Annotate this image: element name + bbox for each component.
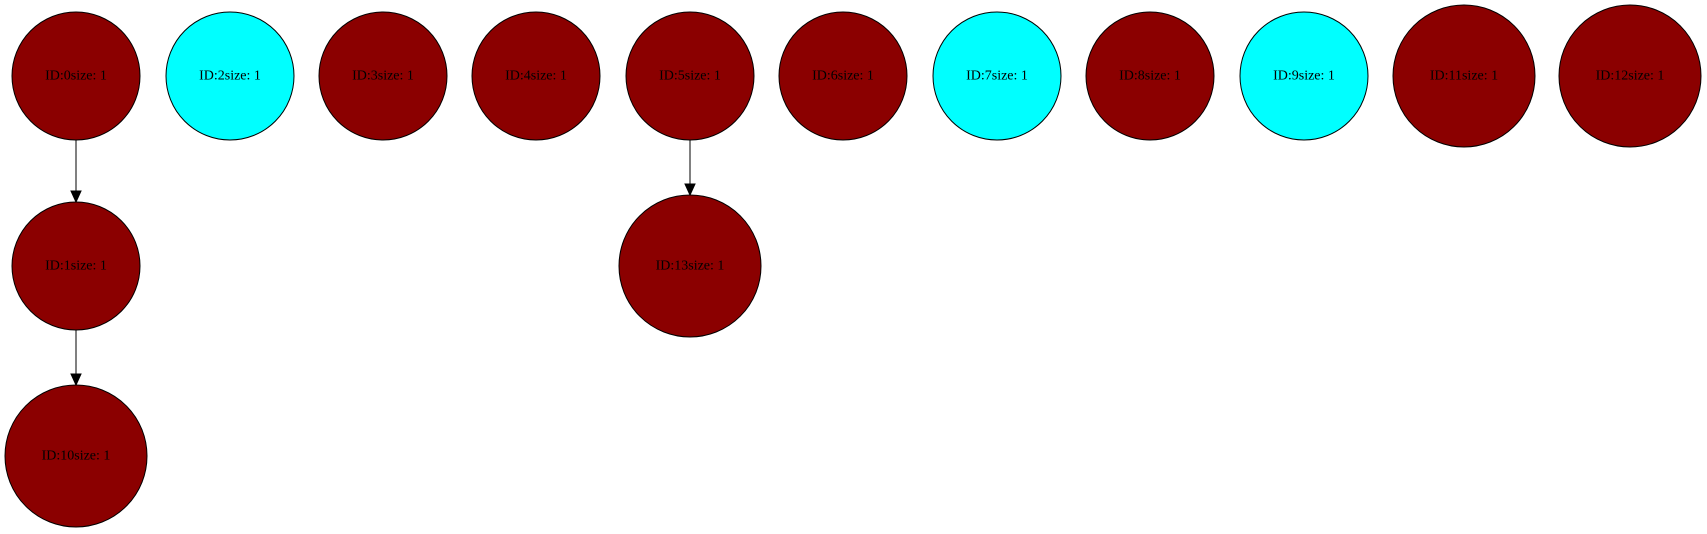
node-5: ID:5size: 1 xyxy=(625,11,755,141)
node-4: ID:4size: 1 xyxy=(471,11,601,141)
node-label: ID:13size: 1 xyxy=(656,259,725,274)
node-circle xyxy=(1085,11,1215,141)
node-1: ID:1size: 1 xyxy=(11,201,141,331)
node-circle xyxy=(11,11,141,141)
node-12: ID:12size: 1 xyxy=(1558,4,1702,148)
node-11: ID:11size: 1 xyxy=(1392,4,1536,148)
node-8: ID:8size: 1 xyxy=(1085,11,1215,141)
node-label: ID:8size: 1 xyxy=(1119,69,1181,84)
node-3: ID:3size: 1 xyxy=(318,11,448,141)
node-circle xyxy=(618,194,762,338)
node-7: ID:7size: 1 xyxy=(932,11,1062,141)
node-label: ID:0size: 1 xyxy=(45,69,107,84)
node-6: ID:6size: 1 xyxy=(778,11,908,141)
node-circle xyxy=(4,384,148,528)
edge-1-to-10 xyxy=(70,330,82,387)
node-label: ID:9size: 1 xyxy=(1273,69,1335,84)
node-circle xyxy=(1558,4,1702,148)
node-circle xyxy=(165,11,295,141)
node-circle xyxy=(1239,11,1369,141)
node-label: ID:1size: 1 xyxy=(45,259,107,274)
node-circle xyxy=(778,11,908,141)
edges-layer xyxy=(70,140,696,387)
node-label: ID:10size: 1 xyxy=(42,449,111,464)
arrowhead-icon xyxy=(684,183,696,197)
node-label: ID:7size: 1 xyxy=(966,69,1028,84)
node-circle xyxy=(471,11,601,141)
node-0: ID:0size: 1 xyxy=(11,11,141,141)
node-circle xyxy=(1392,4,1536,148)
node-circle xyxy=(318,11,448,141)
edge-0-to-1 xyxy=(70,140,82,204)
node-9: ID:9size: 1 xyxy=(1239,11,1369,141)
node-label: ID:3size: 1 xyxy=(352,69,414,84)
node-label: ID:11size: 1 xyxy=(1430,69,1498,84)
node-circle xyxy=(11,201,141,331)
edge-5-to-13 xyxy=(684,140,696,197)
arrowhead-icon xyxy=(70,190,82,204)
node-label: ID:2size: 1 xyxy=(199,69,261,84)
nodes-layer: ID:0size: 1 ID:2size: 1 ID:3size: 1 ID:4siz… xyxy=(4,4,1702,528)
arrowhead-icon xyxy=(70,373,82,387)
node-circle xyxy=(932,11,1062,141)
node-2: ID:2size: 1 xyxy=(165,11,295,141)
node-circle xyxy=(625,11,755,141)
node-label: ID:12size: 1 xyxy=(1596,69,1665,84)
node-10: ID:10size: 1 xyxy=(4,384,148,528)
node-label: ID:6size: 1 xyxy=(812,69,874,84)
node-13: ID:13size: 1 xyxy=(618,194,762,338)
node-label: ID:5size: 1 xyxy=(659,69,721,84)
node-label: ID:4size: 1 xyxy=(505,69,567,84)
